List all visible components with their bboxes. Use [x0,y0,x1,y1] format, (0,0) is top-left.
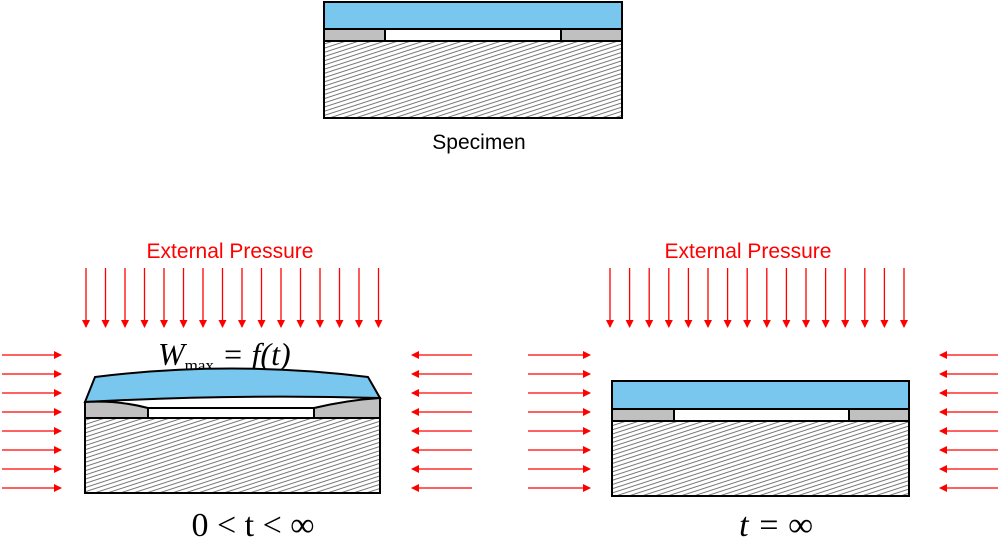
left-spacer-left [84,400,149,419]
formula-rest: = f(t) [214,336,291,372]
left-spacer-right [313,396,381,419]
specimen-substrate [323,40,623,119]
time-condition-right: t = ∞ [739,507,813,541]
pressure-label-right: External Pressure [665,240,832,263]
left-film-deflected [83,367,382,404]
left-substrate [84,417,381,494]
side-arrows-left-outer [2,351,62,492]
right-spacer-right [848,408,910,422]
down-arrows-left [82,268,383,328]
specimen-cavity [384,28,562,42]
right-substrate [611,420,910,497]
panel-left: External Pressure Wmax = f(t) 0 < t < ∞ [2,240,472,541]
formula-w: W [158,336,188,372]
specimen-diagram: Specimen [323,1,623,154]
specimen-label: Specimen [432,131,525,154]
right-spacer-left [611,408,675,422]
side-arrows-right-inner [939,351,998,492]
panel-right: External Pressure t = ∞ [528,240,998,541]
time-condition-left: 0 < t < ∞ [191,507,314,541]
side-arrows-right-outer [528,351,591,492]
down-arrows-right [606,268,908,328]
left-cavity [147,407,315,419]
specimen-spacer-left [323,28,386,42]
pressure-label-left: External Pressure [147,240,314,263]
side-arrows-left-inner [411,351,472,492]
specimen-spacer-right [560,28,623,42]
specimen-film [323,1,623,30]
right-film [611,380,910,410]
right-cavity [673,408,850,422]
